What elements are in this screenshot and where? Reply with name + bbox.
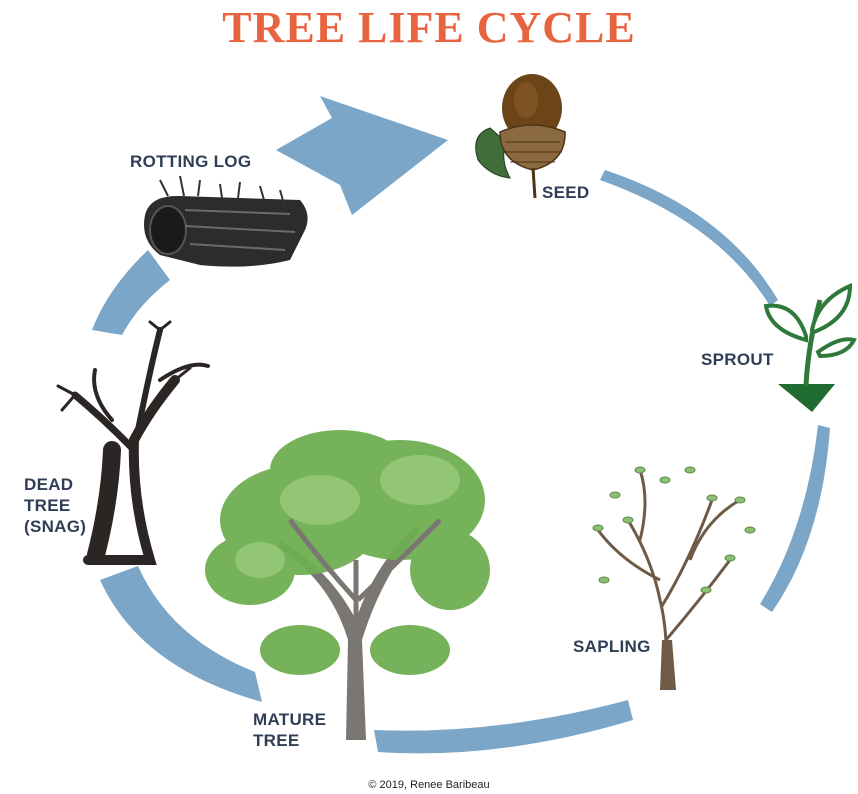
label-line: ROTTING LOG: [130, 152, 252, 171]
diagram-title: TREE LIFE CYCLE: [222, 3, 636, 52]
arrow-seed-to-sprout: [600, 170, 778, 306]
arrow-sapling-to-mature: [374, 700, 633, 754]
copyright-credit: © 2019, Renee Baribeau: [368, 779, 490, 791]
sapling-icon: [592, 466, 756, 691]
stage-label-dead-tree: DEAD TREE (SNAG): [24, 474, 86, 537]
stage-label-rotting-log: ROTTING LOG: [130, 151, 251, 172]
label-line: SEED: [542, 183, 590, 202]
stage-label-sprout: SPROUT: [701, 349, 774, 370]
stage-label-seed: SEED: [542, 182, 590, 203]
rotting-log-icon: [144, 175, 308, 267]
label-line: SPROUT: [701, 350, 774, 369]
dead-tree-icon: [56, 320, 210, 565]
stage-label-mature-tree: MATURE TREE: [253, 709, 326, 751]
label-line: MATURE: [253, 710, 327, 729]
label-line: (SNAG): [24, 517, 87, 536]
label-line: DEAD: [24, 475, 74, 494]
sprout-icon: [763, 282, 857, 412]
label-line: SAPLING: [573, 637, 651, 656]
label-line: TREE: [24, 496, 71, 515]
label-line: TREE: [253, 731, 300, 750]
acorn-icon: [475, 74, 566, 199]
stage-label-sapling: SAPLING: [573, 636, 651, 657]
arrow-sprout-to-sapling: [760, 425, 830, 612]
mature-tree-icon: [205, 430, 490, 740]
cycle-arrows: [92, 96, 830, 754]
arrow-dead-to-log: [92, 250, 170, 335]
arrow-mature-to-dead: [100, 566, 262, 702]
arrow-log-to-seed: [276, 96, 448, 215]
